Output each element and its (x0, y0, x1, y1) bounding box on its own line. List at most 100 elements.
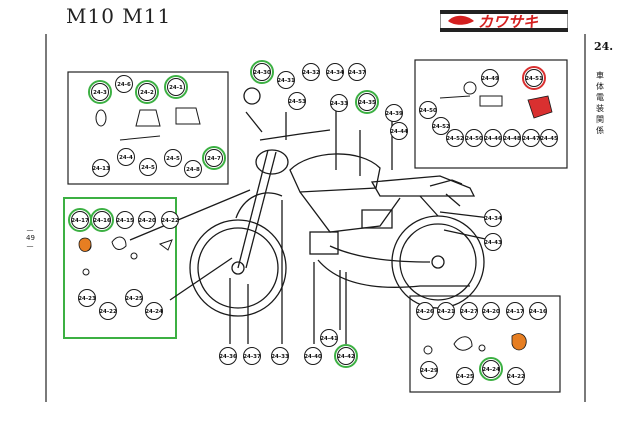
callout-label: 24-46 (484, 136, 502, 142)
callout-label: 24-53 (288, 99, 306, 105)
callout-label: 24-43 (484, 240, 502, 246)
callout-circle (481, 69, 499, 87)
callout-circle (219, 347, 237, 365)
callout-label: 24-15 (116, 218, 134, 224)
callout-24-50: 24-50 (419, 101, 437, 119)
callout-label: 24-24 (482, 367, 500, 373)
callout-label: 24-37 (243, 354, 261, 360)
callout-label: 24-22 (99, 309, 117, 315)
callout-circle (416, 302, 434, 320)
callout-label: 24-39 (385, 111, 403, 117)
callout-circle (484, 209, 502, 227)
callout-24-36: 24-36 (219, 347, 237, 365)
callout-label: 24-52 (432, 124, 450, 130)
green-highlight-ring (90, 208, 114, 232)
callout-24-17: 24-17 (68, 208, 92, 232)
callout-circle (92, 159, 110, 177)
callout-24-52: 24-52 (446, 129, 464, 147)
callout-24-45: 24-45 (540, 129, 558, 147)
callout-label: 24-21 (437, 309, 455, 315)
callout-label: 24-33 (330, 101, 348, 107)
callout-circle (139, 158, 157, 176)
callout-circle (525, 69, 543, 87)
callout-label: 24-32 (302, 70, 320, 76)
callout-circle (482, 360, 500, 378)
green-highlight-ring (135, 80, 159, 104)
callout-circle (506, 302, 524, 320)
callout-24-34: 24-34 (326, 63, 344, 81)
green-highlight-ring (164, 75, 188, 99)
callout-label: 24-48 (503, 136, 521, 142)
callout-24-1: 24-1 (164, 75, 188, 99)
callout-24-42: 24-42 (334, 344, 358, 368)
callout-circle (419, 101, 437, 119)
callout-24-33: 24-33 (330, 94, 348, 112)
callout-label: 24-36 (219, 354, 237, 360)
callout-label: 24-23 (78, 296, 96, 302)
callout-label: 24-1 (169, 85, 183, 91)
callout-circle (446, 129, 464, 147)
callout-label: 24-5 (141, 165, 155, 171)
callout-label: 24-17 (71, 218, 89, 224)
callout-circle (167, 78, 185, 96)
callout-circle (125, 289, 143, 307)
callout-24-20: 24-20 (138, 211, 156, 229)
callout-circle (337, 347, 355, 365)
callout-circle (304, 347, 322, 365)
callout-circle (432, 117, 450, 135)
callout-circle (330, 94, 348, 112)
front-signal-lens (78, 237, 92, 252)
callout-24-23: 24-23 (78, 289, 96, 307)
callout-24-5: 24-5 (164, 149, 182, 167)
callout-24-15: 24-15 (116, 211, 134, 229)
callout-24-31: 24-31 (277, 71, 295, 89)
callout-24-48: 24-48 (503, 129, 521, 147)
callout-24-37: 24-37 (348, 63, 366, 81)
callout-circle (164, 149, 182, 167)
callout-circle (465, 129, 483, 147)
callout-24-25: 24-25 (125, 289, 143, 307)
callout-label: 24-4 (119, 155, 133, 161)
callout-circle (437, 302, 455, 320)
callout-24-50: 24-50 (465, 129, 483, 147)
callout-circle (253, 63, 271, 81)
callout-24-7: 24-7 (202, 146, 226, 170)
callout-label: 24-50 (419, 108, 437, 114)
callout-label: 24-26 (416, 309, 434, 315)
callout-24-22: 24-22 (507, 367, 525, 385)
callout-24-8: 24-8 (184, 160, 202, 178)
callout-24-6: 24-6 (115, 75, 133, 93)
callout-24-26: 24-26 (416, 302, 434, 320)
green-highlight-ring (334, 344, 358, 368)
callout-circle (184, 160, 202, 178)
callout-circle (93, 211, 111, 229)
green-highlight-ring (479, 357, 503, 381)
callout-label: 24-52 (446, 136, 464, 142)
callout-24-25: 24-25 (456, 367, 474, 385)
callout-label: 24-25 (125, 296, 143, 302)
callout-label: 24-16 (93, 218, 111, 224)
callout-circle (277, 71, 295, 89)
callout-label: 24-5 (166, 156, 180, 162)
callout-circle (161, 211, 179, 229)
callout-circle (138, 83, 156, 101)
callout-label: 24-51 (525, 76, 543, 82)
callout-24-30: 24-30 (250, 60, 274, 84)
callout-24-21: 24-21 (437, 302, 455, 320)
callout-label: 24-6 (117, 82, 131, 88)
callout-label: 24-34 (484, 216, 502, 222)
callout-label: 24-13 (92, 166, 110, 172)
section-title: 車体電装関係 (596, 71, 604, 135)
callout-24-24: 24-24 (145, 302, 163, 320)
green-highlight-ring (202, 146, 226, 170)
callout-circle (390, 122, 408, 140)
callout-24-16: 24-16 (90, 208, 114, 232)
callout-label: 24-30 (253, 70, 271, 76)
motorcycle-drawing (129, 87, 491, 344)
callout-label: 24-24 (145, 309, 163, 315)
callout-24-35: 24-35 (355, 90, 379, 114)
callout-circle (503, 129, 521, 147)
callout-circle (320, 329, 338, 347)
kawasaki-logo (440, 10, 568, 32)
